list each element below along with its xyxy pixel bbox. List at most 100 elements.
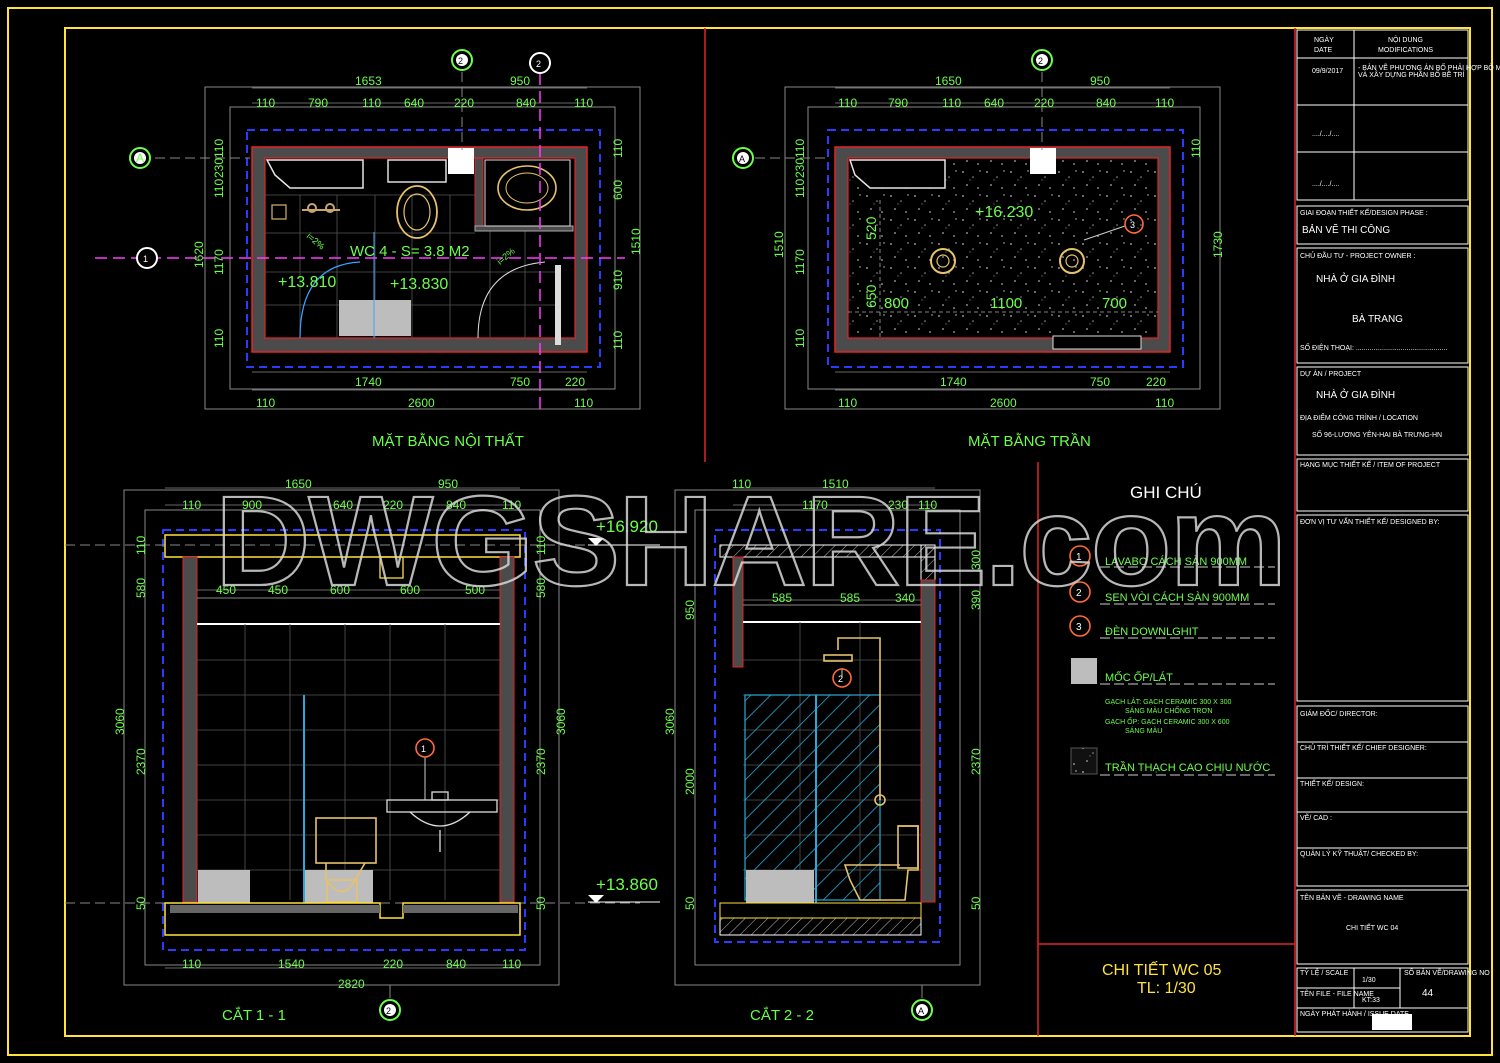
ceiling-level: +16.230 [975,204,1033,221]
tb-owner-label: CHỦ ĐẦU TƯ - PROJECT OWNER : [1300,250,1415,260]
svg-text:1: 1 [1076,552,1082,563]
tb-consultant-label: ĐƠN VỊ TƯ VẤN THIẾT KẾ/ DESIGNED BY: [1300,516,1440,526]
tb-rev-desc: - BẢN VẼ PHƯƠNG ÁN BỐ PHẢI HỢP BỘ MÔN [1358,62,1500,72]
dim-top-part: 220 [383,498,403,512]
dim-bottom-total: 110 [574,396,593,410]
dim-inner: 520 [863,216,879,240]
tile-desc: SÁNG MÀU [1125,726,1162,735]
dim-left: 1170 [793,249,807,275]
dim-inner: 650 [863,284,879,308]
dim-top-part: 110 [918,498,937,512]
dim-top-part: 640 [333,498,353,512]
dim-top-part: 1170 [802,498,828,512]
dim-left: 1510 [772,231,786,258]
legend-title: GHI CHÚ [1130,483,1202,502]
tb-location-value: SỐ 96-LƯƠNG YÊN-HAI BÀ TRƯNG-HN [1312,429,1442,439]
watermark: DWGSHARE.com [215,470,1285,613]
dim-top-part: 110 [732,477,751,491]
dim-top-part: 110 [574,96,593,110]
dim-left: 580 [134,578,148,598]
legend: GHI CHÚ 1 LAVABO CÁCH SÀN 900MM 2 SEN VÒ… [1069,483,1275,997]
tb-project-label: DỰ ÁN / PROJECT [1300,369,1362,378]
tb-project-value: NHÀ Ở GIA ĐÌNH [1316,388,1395,401]
dim-bottom-total: 2820 [338,977,365,991]
dim-top-total: 950 [438,477,458,491]
tile-desc: SÁNG MÀU CHỐNG TRƠN [1125,705,1213,715]
dim-bottom-total: 110 [256,396,275,410]
dim-tile: 600 [330,583,350,597]
tb-blank-date: ..../..../.... [1312,131,1339,138]
dim-top-part: 110 [502,498,521,512]
svg-text:2: 2 [1076,588,1082,599]
tb-hangmuc-label: HẠNG MỤC THIẾT KẾ / ITEM OF PROJECT [1300,459,1441,469]
plan-interior: WC 4 - S= 3.8 M2 +13.810 +13.830 i=2% i=… [95,49,643,450]
dim-tile: 585 [772,591,792,605]
dim-tile: 450 [216,583,236,597]
plan-ceiling: 3 +16.230 800 1100 700 520 650 1650 950 … [732,49,1225,450]
dim-bottom-part: 110 [502,957,521,971]
dim-left: 110 [212,329,226,348]
dim-right: 1510 [629,228,643,255]
dim-right: 110 [534,536,548,555]
tb-sheet-value: 44 [1422,988,1434,999]
tb-hdr-date-en: DATE [1314,47,1332,54]
tb-hdr-date: NGÀY [1314,35,1334,44]
grid-bubble-a-ceiling: A [732,147,754,169]
note-1: LAVABO CÁCH SÀN 900MM [1105,555,1247,568]
level-bottom: +13.860 [596,875,658,894]
tb-sign-row: GIÁM ĐỐC/ DIRECTOR: [1300,708,1378,718]
dim-left: 3060 [663,708,677,735]
grid-label-2: 2 [458,56,463,66]
tb-owner-value: NHÀ Ở GIA ĐÌNH [1316,272,1395,285]
dim-top-part: 840 [1096,96,1116,110]
dim-left: 3060 [113,708,127,735]
tb-sign-row: VẼ/ CAD : [1300,813,1332,822]
tb-sheet-label: SỐ BẢN VẼ/DRAWING NO [1404,967,1490,977]
dim-bottom-total: 110 [1155,396,1174,410]
tb-blank-date: ..../..../.... [1312,181,1339,188]
note-2: SEN VÒI CÁCH SÀN 900MM [1105,591,1249,604]
room-label: WC 4 - S= 3.8 M2 [350,243,470,260]
dim-left: 230 [793,158,807,178]
dim-left: 110 [212,139,226,158]
dim-right: 300 [969,550,983,570]
section-2-2: 2 1510 110 1170 230 110 585 585 340 950 … [663,477,983,1024]
dim-top-part: 840 [516,96,536,110]
dim-bottom-total: 110 [838,396,857,410]
dim-top-part: 220 [1034,96,1054,110]
dim-top-part: 900 [242,498,262,512]
grid-bubble-2: 2 [451,49,473,71]
tb-rev-date: 09/9/2017 [1312,68,1343,75]
dim-right: 2370 [969,748,983,775]
dim-top-total: 1510 [822,477,849,491]
tb-file-value: KT:33 [1362,997,1380,1004]
dim-left: 110 [793,329,807,348]
dim-inner: 1100 [990,295,1022,312]
tb-drawing-name-value: CHI TIẾT WC 04 [1346,922,1398,932]
tb-sign-row: THIẾT KẾ/ DESIGN: [1300,778,1364,788]
dim-left: 1170 [212,249,226,275]
dim-bottom-total: 2600 [408,396,435,410]
svg-text:3: 3 [1130,220,1135,230]
drawing-scale: TL: 1/30 [1137,980,1196,997]
tb-scale-value: 1/30 [1362,977,1376,984]
dim-right: 1730 [1211,231,1225,258]
grid-label: 2 [386,1006,391,1016]
grid-label: A [918,1006,924,1016]
ceiling-label: TRẦN THẠCH CAO CHỊU NƯỚC [1105,761,1270,774]
dim-top-total: 1650 [935,74,962,88]
tb-location-label: ĐỊA ĐIỂM CÔNG TRÌNH / LOCATION [1300,413,1418,422]
tb-hdr-content-en: MODIFICATIONS [1378,47,1433,54]
dim-top-total: 950 [1090,74,1110,88]
grid-label-2b: 2 [536,59,541,69]
grid-label-a: A [136,151,144,165]
dim-bottom-part: 220 [383,957,403,971]
level-right: +13.830 [390,276,448,293]
section-2-title: CẮT 2 - 2 [750,1006,814,1024]
dim-bottom-total: 2600 [990,396,1017,410]
dim-top-part: 110 [256,96,275,110]
dim-top-part: 110 [838,96,857,110]
dim-inner: 700 [1102,295,1127,312]
tb-sign-row: QUẢN LÝ KỸ THUẬT/ CHECKED BY: [1300,849,1418,858]
dim-left: 2370 [134,748,148,775]
